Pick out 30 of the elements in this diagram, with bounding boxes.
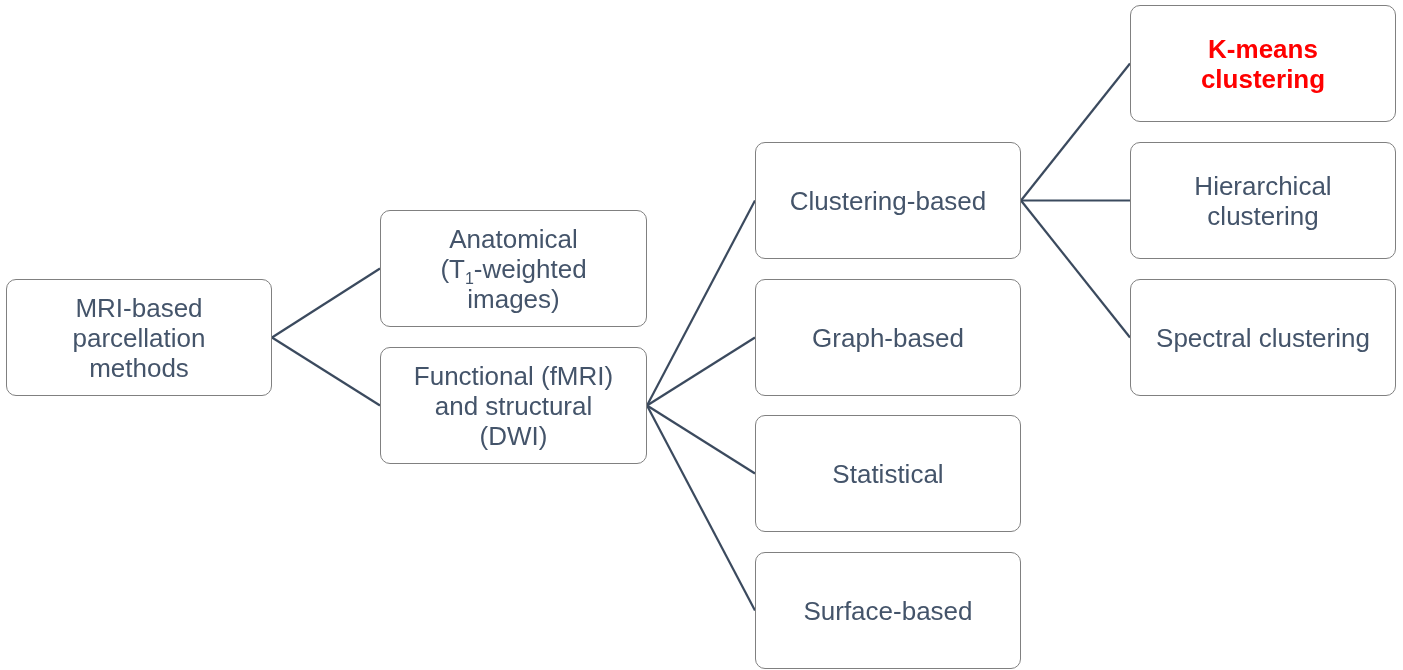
process-box bbox=[755, 415, 1021, 532]
process-box bbox=[1130, 5, 1396, 122]
process-box bbox=[755, 142, 1021, 259]
node-text: Surface-based bbox=[803, 595, 973, 626]
connector-line bbox=[271, 267, 381, 339]
node-text: Hierarchical clustering bbox=[1193, 170, 1333, 231]
node-text: Graph-based bbox=[812, 322, 964, 353]
connector-line bbox=[1020, 199, 1131, 339]
node-text: Functional (fMRI) and structural (DWI) bbox=[412, 360, 615, 451]
node-text: (T$_{1}$-weighted images) bbox=[439, 253, 588, 314]
connector-line bbox=[646, 200, 756, 406]
node-text: Anatomical bbox=[449, 223, 578, 254]
connector-line bbox=[646, 405, 756, 611]
connector-line bbox=[646, 404, 756, 475]
node-text: Statistical bbox=[832, 458, 944, 489]
connector-line bbox=[1020, 62, 1131, 202]
node-text: K-means clustering bbox=[1199, 33, 1327, 94]
connector-line bbox=[646, 336, 756, 407]
process-box bbox=[755, 279, 1021, 396]
process-box bbox=[1130, 279, 1396, 396]
process-box bbox=[755, 552, 1021, 669]
node-text: Spectral clustering bbox=[1156, 322, 1370, 353]
process-box bbox=[380, 347, 647, 464]
process-box bbox=[380, 210, 647, 327]
connector-line bbox=[271, 336, 381, 407]
connector-line bbox=[1021, 199, 1130, 202]
node-text: Clustering-based bbox=[789, 185, 987, 216]
process-box bbox=[1130, 142, 1396, 259]
process-box bbox=[6, 279, 272, 396]
node-text: MRI-based parcellation methods bbox=[71, 292, 207, 383]
